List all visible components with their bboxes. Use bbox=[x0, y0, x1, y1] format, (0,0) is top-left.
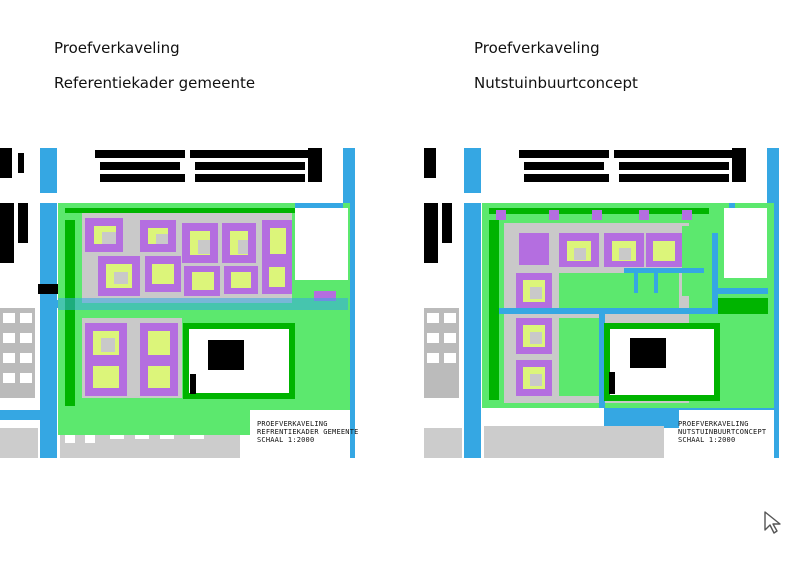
left-label-line3: SCHAAL 1:2000 bbox=[257, 436, 315, 444]
right-subtitle: Nutstuinbuurtconcept bbox=[474, 74, 638, 92]
left-title: Proefverkaveling bbox=[54, 39, 180, 57]
left-site-plan bbox=[0, 148, 355, 458]
cursor-arrow-icon bbox=[762, 510, 784, 540]
right-label-line3: SCHAAL 1:2000 bbox=[678, 436, 736, 444]
left-label-line1: PROEFVERKAVELING bbox=[257, 420, 328, 428]
left-label-line2: REFRENTIEKADER GEMEENTE bbox=[257, 428, 359, 436]
right-site-plan bbox=[424, 148, 779, 458]
right-label-line1: PROEFVERKAVELING bbox=[678, 420, 749, 428]
right-label-line2: NUTSTUINBUURTCONCEPT bbox=[678, 428, 767, 436]
right-plan-label: PROEFVERKAVELING NUTSTUINBUURTCONCEPT SC… bbox=[678, 420, 766, 444]
right-title: Proefverkaveling bbox=[474, 39, 600, 57]
left-plan-label: PROEFVERKAVELING REFRENTIEKADER GEMEENTE… bbox=[257, 420, 359, 444]
left-subtitle: Referentiekader gemeente bbox=[54, 74, 256, 92]
